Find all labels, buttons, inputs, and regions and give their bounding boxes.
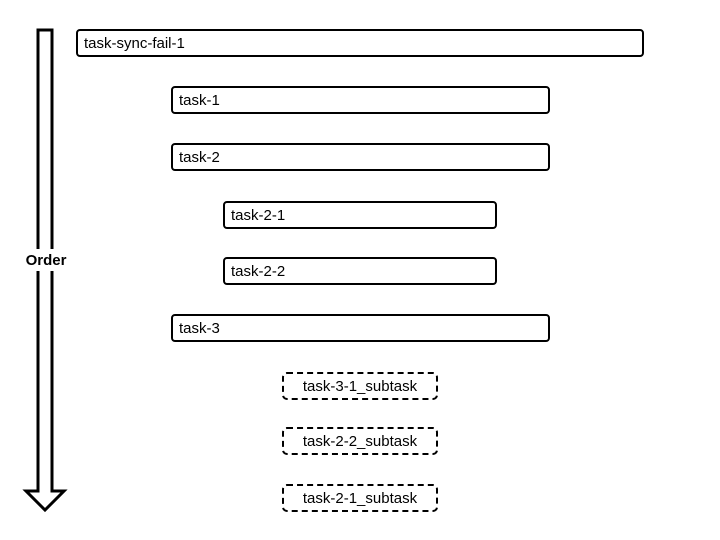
subtask-label: task-3-1_subtask <box>302 377 418 395</box>
task-label: task-1 <box>179 91 220 109</box>
task-label: task-2-1 <box>231 206 286 224</box>
task-label: task-3 <box>179 319 220 337</box>
subtask-label: task-2-2_subtask <box>302 432 418 450</box>
task-box-task-2-2: task-2-2 <box>223 257 497 285</box>
task-label: task-2-2 <box>231 262 286 280</box>
task-box-task-sync-fail-1: task-sync-fail-1 <box>76 29 644 57</box>
subtask-box-task-2-1-subtask: task-2-1_subtask <box>282 484 438 512</box>
subtask-box-task-2-2-subtask: task-2-2_subtask <box>282 427 438 455</box>
task-box-task-2-1: task-2-1 <box>223 201 497 229</box>
task-box-task-2: task-2 <box>171 143 550 171</box>
task-label: task-sync-fail-1 <box>84 34 185 52</box>
task-box-task-3: task-3 <box>171 314 550 342</box>
task-label: task-2 <box>179 148 220 166</box>
order-label: Order <box>20 249 72 271</box>
subtask-box-task-3-1-subtask: task-3-1_subtask <box>282 372 438 400</box>
task-box-task-1: task-1 <box>171 86 550 114</box>
subtask-label: task-2-1_subtask <box>302 489 418 507</box>
